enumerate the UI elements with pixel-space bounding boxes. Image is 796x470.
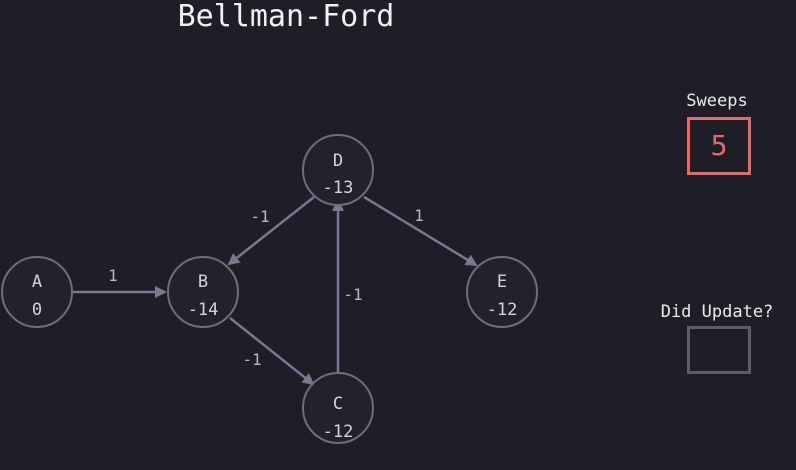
edge-a-b: 1 xyxy=(73,266,167,298)
node-b-name: B xyxy=(198,272,208,292)
node-d-name: D xyxy=(333,151,343,171)
edge-b-c-weight: -1 xyxy=(242,350,261,369)
node-c-name: C xyxy=(333,394,343,414)
did-update-label: Did Update? xyxy=(660,302,774,322)
node-b-circle xyxy=(167,256,239,328)
node-e-name: E xyxy=(497,272,507,292)
node-e-circle xyxy=(466,256,538,328)
edge-a-b-weight: 1 xyxy=(108,266,118,285)
node-b: B -14 xyxy=(167,256,239,328)
edge-c-d-weight: -1 xyxy=(343,285,362,304)
node-d: D -13 xyxy=(302,134,374,206)
node-d-distance: -13 xyxy=(323,178,354,198)
edge-d-e-line xyxy=(363,195,478,267)
edges-layer: 1 -1 -1 -1 1 xyxy=(73,195,478,386)
node-c: C -12 xyxy=(302,372,374,444)
node-c-circle xyxy=(302,372,374,444)
edge-d-b-line xyxy=(227,196,315,266)
node-a-distance: 0 xyxy=(32,300,42,320)
sweeps-counter: 5 xyxy=(687,117,751,175)
nodes-layer: A 0 B -14 C -12 D -13 E -12 xyxy=(1,134,538,444)
edge-d-e: 1 xyxy=(363,195,478,267)
node-c-distance: -12 xyxy=(323,422,354,442)
edge-d-b-weight: -1 xyxy=(250,207,269,226)
node-e: E -12 xyxy=(466,256,538,328)
edge-c-d: -1 xyxy=(332,199,363,372)
edge-b-c-line xyxy=(229,317,315,386)
node-d-circle xyxy=(302,134,374,206)
edge-d-e-weight: 1 xyxy=(414,206,424,225)
node-a: A 0 xyxy=(1,256,73,328)
edge-d-b: -1 xyxy=(227,196,315,266)
page-title: Bellman-Ford xyxy=(177,0,395,34)
did-update-indicator xyxy=(687,326,751,374)
sweeps-label: Sweeps xyxy=(686,91,748,111)
node-a-circle xyxy=(1,256,73,328)
node-e-distance: -12 xyxy=(487,300,518,320)
edge-b-c: -1 xyxy=(229,317,315,386)
node-a-name: A xyxy=(32,272,42,292)
node-b-distance: -14 xyxy=(188,300,219,320)
